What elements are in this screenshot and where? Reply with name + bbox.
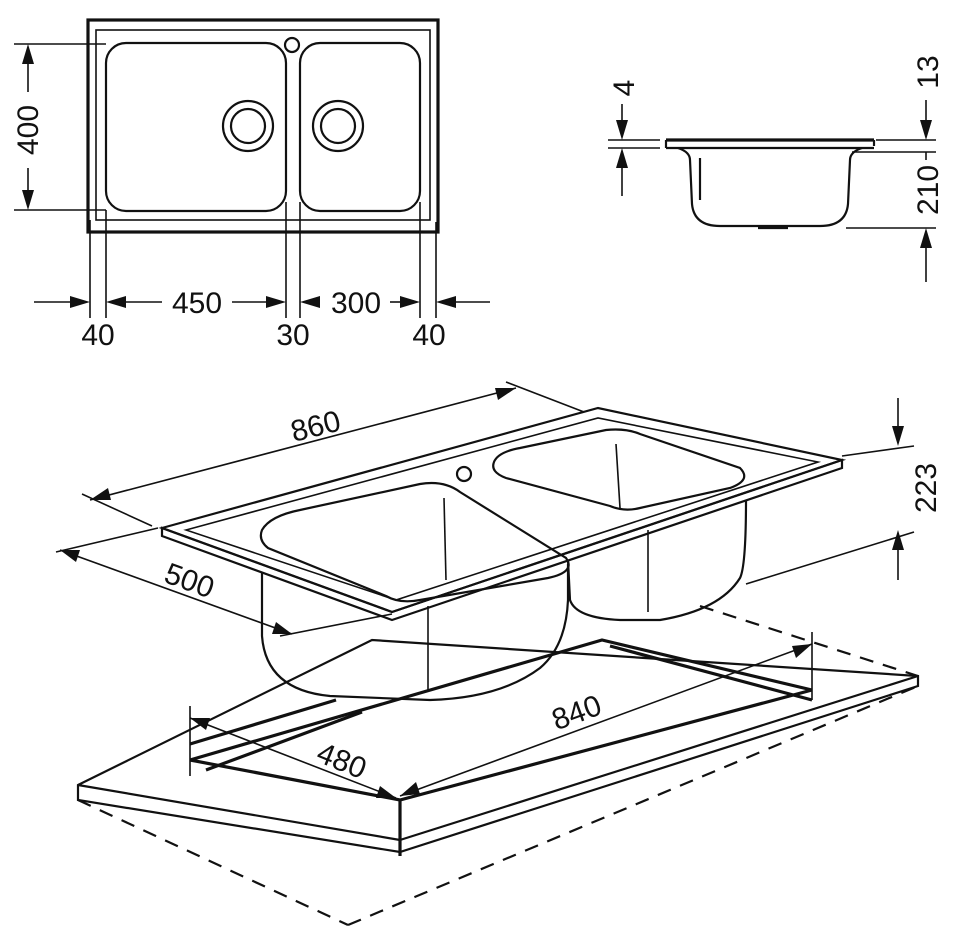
cutout-inner-right	[609, 644, 813, 702]
dim-400-arrow-top	[22, 44, 34, 64]
cutout-outline	[189, 638, 813, 802]
dim-860-ext-left	[81, 493, 153, 527]
sink-rim-inner	[183, 417, 822, 601]
dim-500-arrow-left	[60, 550, 80, 562]
left-bowl-outline	[104, 41, 288, 213]
dim-210-arrow	[920, 228, 932, 248]
dim-4-arrow-top	[616, 120, 628, 140]
countertop-hidden-bottom	[347, 684, 919, 927]
right-bowl-body	[566, 499, 748, 622]
top-view-inner-rim	[95, 29, 431, 221]
dim-450-arrow-right	[266, 296, 286, 308]
dim-500-line	[59, 549, 293, 635]
tap-hole	[283, 36, 301, 54]
top-view-outer-rim	[86, 18, 440, 234]
countertop-hidden-left	[77, 799, 349, 926]
top-view: 400 450 300 40 30 40	[12, 18, 490, 352]
dim-40-left-label: 40	[81, 319, 114, 352]
dim-13-label: 13	[912, 55, 945, 88]
dim-400-arrow-bottom	[22, 190, 34, 210]
dim-860-arrow-right	[495, 388, 516, 400]
dim-223-label: 223	[910, 463, 943, 513]
right-bowl-outline	[298, 41, 422, 213]
dim-860-line	[89, 387, 517, 501]
countertop-right-edge	[399, 674, 919, 842]
dim-450-label: 450	[172, 287, 222, 320]
dim-500-arrow-right	[272, 622, 292, 634]
left-bowl-body	[260, 564, 570, 702]
dim-223-ext-top	[841, 445, 915, 457]
dim-30-label: 30	[276, 319, 309, 352]
dim-480-label: 480	[312, 737, 371, 786]
dim-840-arrow-left	[400, 782, 420, 796]
cutout-back-left	[189, 698, 337, 746]
dim-860-label: 860	[287, 405, 344, 449]
cutout-inner-left	[205, 710, 363, 772]
sink-rim-thickness	[160, 458, 844, 622]
side-view: 4 13 210	[608, 55, 945, 282]
dim-300-arrow-left	[300, 296, 320, 308]
right-bowl-opening	[492, 428, 746, 511]
dim-40-right-arrow	[436, 296, 456, 308]
left-drain-outer	[221, 99, 275, 153]
dim-300-arrow-right	[400, 296, 420, 308]
dim-210-label: 210	[912, 165, 945, 215]
dim-480-arrow-right	[376, 786, 396, 798]
sink-rim-outer	[158, 406, 847, 614]
countertop-front-edge	[77, 783, 401, 842]
dim-223-arrow-top	[892, 426, 904, 446]
dim-13-arrow	[920, 120, 932, 140]
dim-4-label: 4	[608, 80, 641, 97]
side-bowl-profile	[677, 146, 863, 228]
countertop-hidden-back	[699, 604, 919, 678]
dim-500-ext-right	[279, 613, 393, 637]
dim-450-arrow-left	[106, 296, 126, 308]
dim-300-label: 300	[331, 287, 381, 320]
dim-4-arrow-bottom	[616, 148, 628, 168]
right-drain-inner	[319, 107, 357, 145]
dim-840-line	[399, 643, 813, 797]
dim-480-line	[189, 717, 397, 799]
dim-840-label: 840	[548, 689, 606, 737]
dim-223-ext-bottom	[745, 531, 915, 585]
left-bowl-inner-wall	[443, 497, 447, 581]
dim-40-right-label: 40	[412, 319, 445, 352]
isometric-view: 860 500 223 840 480	[55, 381, 943, 927]
dim-480-arrow-left	[190, 718, 210, 730]
iso-tap-hole	[455, 465, 473, 483]
dim-500-ext-left	[55, 527, 159, 553]
dim-500-label: 500	[160, 557, 218, 605]
left-drain-inner	[229, 107, 267, 145]
left-bowl-opening	[259, 481, 570, 603]
dim-223-arrow-bottom	[892, 530, 904, 550]
dim-400-label: 400	[12, 105, 45, 155]
dim-40-left-arrow	[70, 296, 90, 308]
right-drain-outer	[311, 99, 365, 153]
dim-840-arrow-right	[792, 644, 812, 658]
right-bowl-inner-wall	[615, 443, 621, 509]
dim-860-ext-right	[505, 381, 585, 413]
dim-860-arrow-left	[90, 488, 111, 500]
